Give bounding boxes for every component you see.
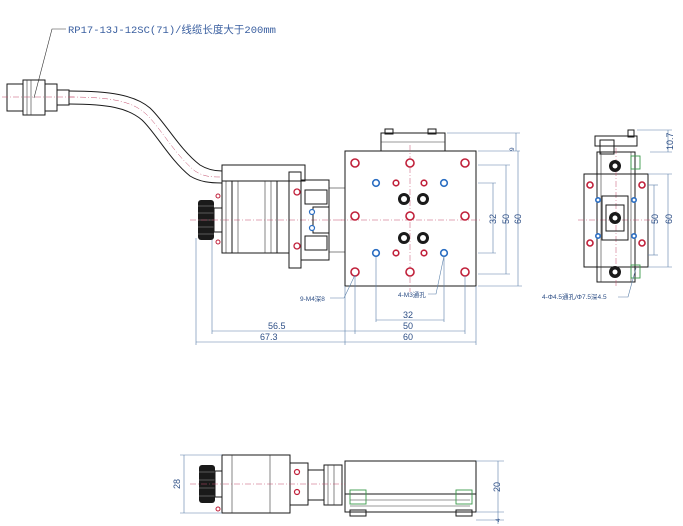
dim-28: 28 [172,479,182,489]
dim-67-3: 67.3 [260,332,278,342]
front-dimensions: 9 32 50 60 32 56.5 50 67.3 60 9-M4深8 [195,132,523,345]
bottom-view [190,454,477,517]
motor-front [190,164,345,254]
dim-56-5: 56.5 [268,321,286,331]
dim-9: 9 [509,147,516,151]
dim-60-side: 60 [664,214,674,224]
dim-32-right: 32 [488,214,498,224]
side-dimensions: 10.7 50 60 4-Φ4.5通孔/Φ7.5深4.5 [542,129,675,301]
side-view [578,129,654,288]
stage-plate-front [339,128,482,292]
dim-10-7: 10.7 [665,132,675,150]
cable-callout: RP17-13J-12SC(71)/线缆长度大于200mm [33,23,276,99]
note-4-m3: 4-M3通孔 [398,290,426,299]
dim-60-right: 60 [513,214,523,224]
dim-20: 20 [492,482,502,492]
dim-50-bottom: 50 [403,321,413,331]
note-9-m4: 9-M4深8 [300,294,325,303]
bottom-dimensions: 28 20 4 [172,454,504,524]
connector [2,79,76,116]
dim-60-bottom: 60 [403,332,413,342]
coupling-bracket [288,171,345,269]
note-4-holes: 4-Φ4.5通孔/Φ7.5深4.5 [542,292,607,301]
dim-32-bottom: 32 [403,310,413,320]
cable-label: RP17-13J-12SC(71)/线缆长度大于200mm [68,23,276,37]
dim-50-right: 50 [501,214,511,224]
dim-50-side: 50 [650,214,660,224]
dim-4: 4 [495,518,502,522]
cable [68,90,223,184]
